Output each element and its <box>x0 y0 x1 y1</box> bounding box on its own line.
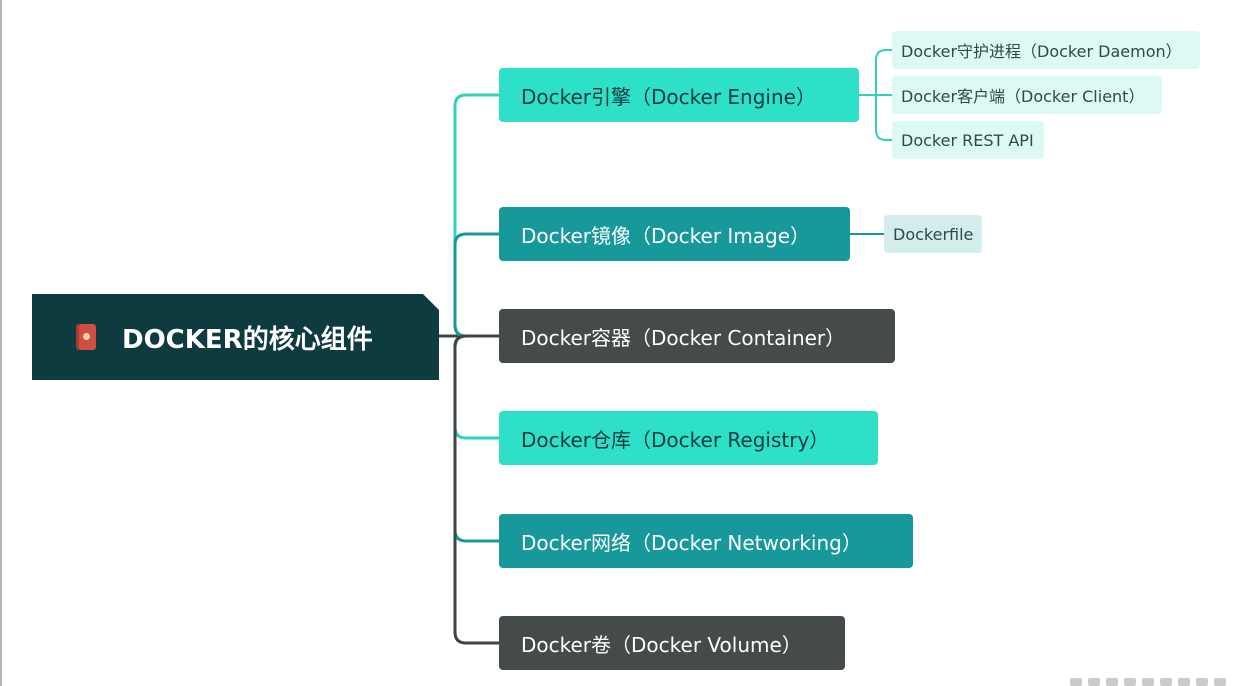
branch-docker-container[interactable]: Docker容器（Docker Container） <box>499 309 895 363</box>
branch-docker-volume[interactable]: Docker卷（Docker Volume） <box>499 616 845 670</box>
leaf-label: Docker守护进程（Docker Daemon） <box>901 42 1182 61</box>
leaf-label: Docker客户端（Docker Client） <box>901 87 1145 106</box>
connector-leaf-rest <box>859 94 892 141</box>
branch-docker-engine[interactable]: Docker引擎（Docker Engine） <box>499 68 859 122</box>
leaf-dockerfile[interactable]: Dockerfile <box>884 215 982 253</box>
root-topic[interactable]: DOCKER的核心组件 <box>32 294 439 380</box>
branch-label: Docker容器（Docker Container） <box>521 325 846 350</box>
watermark <box>1070 678 1235 686</box>
leaf-docker-rest-api[interactable]: Docker REST API <box>892 121 1044 159</box>
leaf-label: Docker REST API <box>901 130 1034 150</box>
notebook-icon <box>76 324 96 350</box>
root-topic-label: DOCKER的核心组件 <box>122 324 373 355</box>
leaf-label: Dockerfile <box>893 224 974 244</box>
branch-docker-registry[interactable]: Docker仓库（Docker Registry） <box>499 411 878 465</box>
connector-branch-registry <box>453 334 499 440</box>
branch-label: Docker仓库（Docker Registry） <box>521 427 830 452</box>
branch-label: Docker卷（Docker Volume） <box>521 632 802 657</box>
branch-docker-image[interactable]: Docker镜像（Docker Image） <box>499 207 850 261</box>
connector-branch-volume <box>453 334 499 645</box>
branch-label: Docker引擎（Docker Engine） <box>521 84 816 109</box>
connector-branch-image <box>453 232 499 338</box>
window-edge <box>0 0 2 686</box>
branch-label: Docker镜像（Docker Image） <box>521 223 811 248</box>
connector-leaf-daemon <box>859 49 892 96</box>
connector-branch-engine <box>453 93 499 338</box>
branch-label: Docker网络（Docker Networking） <box>521 530 862 555</box>
leaf-docker-client[interactable]: Docker客户端（Docker Client） <box>892 76 1162 114</box>
branch-docker-networking[interactable]: Docker网络（Docker Networking） <box>499 514 913 568</box>
leaf-docker-daemon[interactable]: Docker守护进程（Docker Daemon） <box>892 31 1200 69</box>
corner-fold <box>423 294 439 310</box>
